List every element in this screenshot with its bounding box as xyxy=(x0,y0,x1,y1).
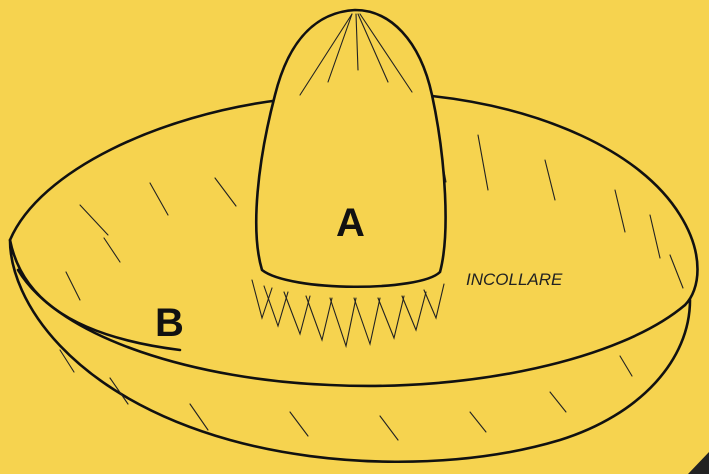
glue-tabs xyxy=(252,280,444,346)
crown-label: A xyxy=(336,201,365,245)
corner-mark xyxy=(688,452,709,474)
brim-label: B xyxy=(155,301,184,345)
crown-outline xyxy=(256,10,445,287)
crown-part-a xyxy=(252,10,446,346)
glue-instruction: INCOLLARE xyxy=(466,270,563,289)
